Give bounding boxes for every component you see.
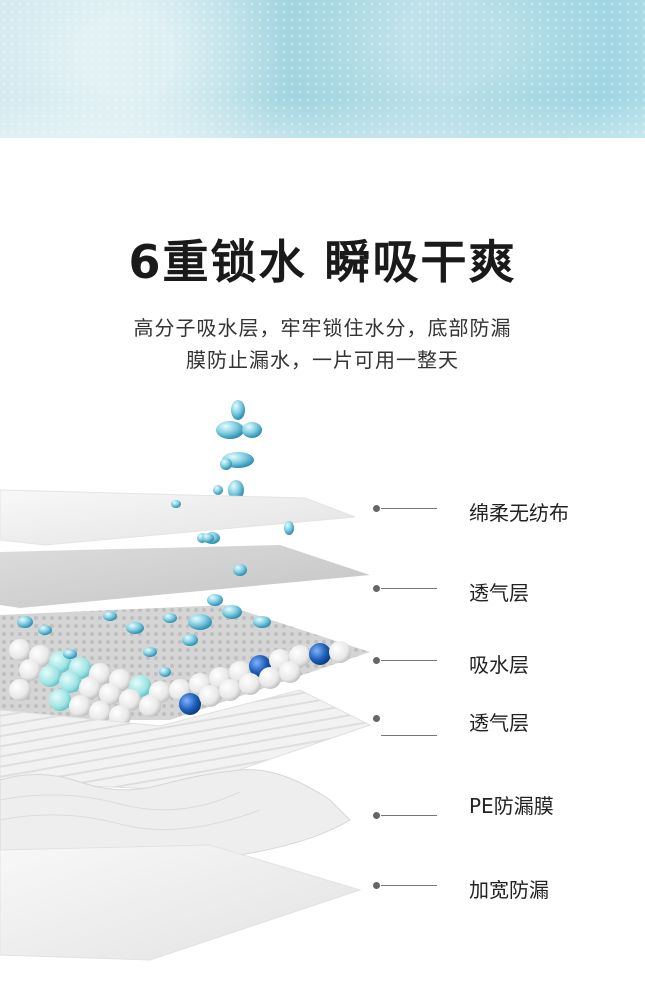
legend-line	[381, 588, 437, 589]
legend-label: 吸水层	[469, 653, 529, 677]
legend-dot	[373, 505, 380, 512]
layer-absorbent-beads	[0, 594, 370, 727]
layer-top-sheet	[0, 489, 356, 546]
layer-pe-film	[0, 769, 351, 861]
legend-line	[381, 815, 437, 816]
layer-breathable-1	[0, 545, 370, 608]
legend-line	[381, 508, 437, 509]
legend-dot	[373, 812, 380, 819]
top-texture-banner	[0, 0, 645, 138]
layer-illustration	[0, 400, 372, 961]
legend-label: 加宽防漏	[469, 878, 549, 902]
legend-line	[381, 885, 437, 886]
legend-dot	[373, 715, 380, 722]
banner-pattern	[0, 0, 645, 138]
subtitle-line-2: 膜防止漏水，一片可用一整天	[186, 348, 459, 372]
headline: 6重锁水 瞬吸干爽	[128, 235, 517, 289]
legend-label: 绵柔无纺布	[469, 501, 569, 525]
legend-dot	[373, 657, 380, 664]
legend-line	[381, 735, 437, 736]
banner-fade	[0, 98, 645, 138]
legend-dot	[373, 882, 380, 889]
legend-label: 透气层	[469, 581, 529, 605]
legend-dot	[373, 585, 380, 592]
legend-label: 透气层	[469, 711, 529, 735]
legend-label: PE防漏膜	[469, 794, 554, 818]
subtitle-line-1: 高分子吸水层，牢牢锁住水分，底部防漏	[133, 316, 512, 340]
layer-widened-base	[0, 844, 362, 961]
layer-breathable-2	[0, 689, 372, 791]
legend-line	[381, 660, 437, 661]
